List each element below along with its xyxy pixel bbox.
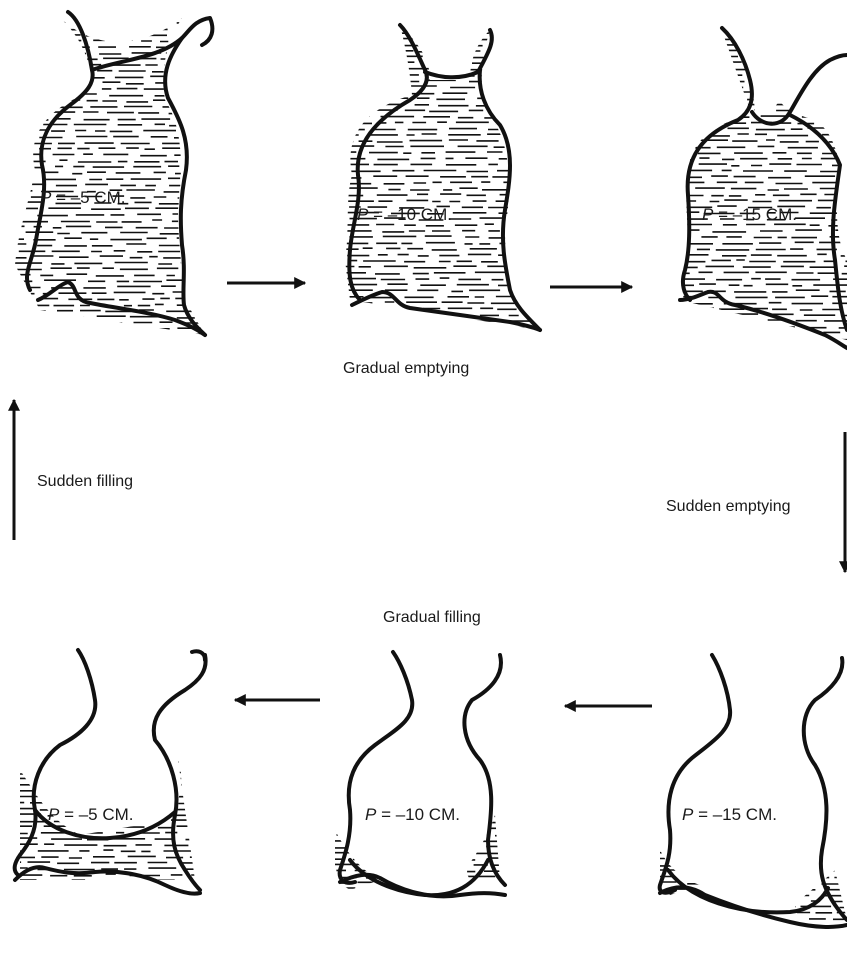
pressure-label-bottom-1: P = –5 CM. (48, 805, 134, 824)
sudden-emptying-label: Sudden emptying (666, 498, 791, 515)
pore-wall-left (15, 650, 96, 875)
bubble-meniscus (350, 860, 488, 895)
water-hatching (340, 20, 545, 334)
pore-top-1 (10, 10, 215, 336)
pore-floor (340, 875, 505, 897)
pore-wall-left (340, 652, 413, 883)
pore-wall-right (165, 38, 205, 335)
pore-wall-right (464, 655, 505, 885)
pore-top-3 (675, 20, 847, 348)
pressure-label-top-1: P = –5 CM. (40, 188, 126, 207)
gradual-emptying-label: Gradual emptying (343, 360, 469, 377)
pore-wall-right (154, 655, 206, 890)
pore-wall-left (660, 655, 730, 893)
pore-top-2 (340, 20, 545, 334)
pore-floor (38, 282, 205, 335)
pore-neck-meniscus (92, 18, 212, 70)
pore-neck-meniscus (752, 55, 847, 124)
pore-wall-right (804, 658, 847, 920)
pore-bottom-1 (10, 650, 205, 894)
pore-wall-left (349, 25, 427, 300)
pressure-label-top-2: P = –10 CM. (357, 205, 452, 224)
pressure-label-bottom-2: P = –10 CM. (365, 805, 460, 824)
pore-bottom-3 (651, 655, 847, 927)
pore-bottom-2 (331, 652, 510, 896)
pore-floor (680, 292, 847, 348)
pressure-label-bottom-3: P = –15 CM. (682, 805, 777, 824)
sudden-filling-label: Sudden filling (37, 473, 133, 490)
pore-neck-top (192, 651, 205, 660)
pore-wall-left (27, 12, 93, 290)
pore-floor (15, 867, 200, 893)
gradual-filling-label: Gradual filling (383, 609, 481, 626)
pressure-label-top-3: P = –15 CM. (702, 205, 797, 224)
